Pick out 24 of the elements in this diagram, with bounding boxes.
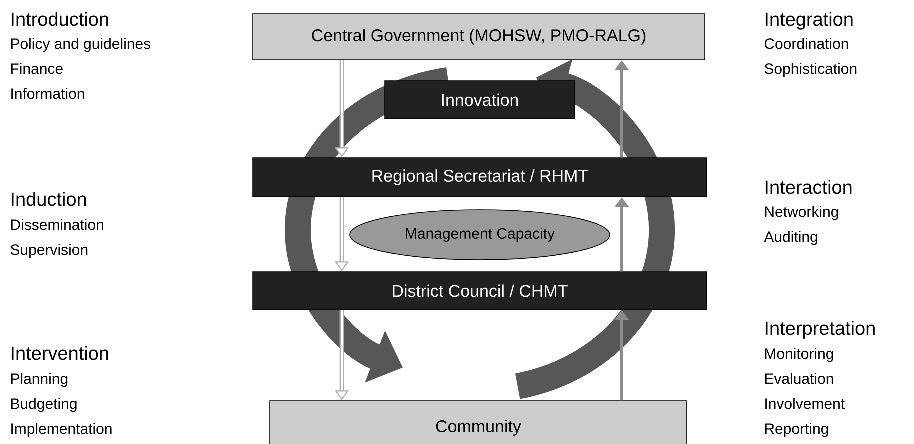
list-item: Involvement: [766, 398, 845, 410]
list-item: Supervision: [10, 244, 88, 258]
heading-text: Interaction: [766, 180, 852, 194]
list-item: Policy and guidelines: [11, 38, 151, 52]
heading-text: Interpretation: [766, 321, 875, 339]
list-item: Auditing: [764, 231, 818, 246]
list-item: Implementation: [12, 423, 112, 438]
heading-text: Induction: [12, 192, 86, 206]
heading-text: Integration: [766, 12, 853, 30]
list-item: Evaluation: [765, 373, 834, 384]
list-item: Monitoring: [765, 348, 834, 362]
process-box: Community: [270, 400, 688, 444]
list-item: Coordination: [764, 38, 848, 50]
list-item: Sophistication: [764, 63, 857, 78]
list-item: Dissemination: [11, 219, 104, 230]
list-item: Networking: [765, 206, 838, 220]
process-box: Central Government (MOHSW, PMO-RALG): [252, 14, 706, 60]
heading-text: Introduction: [12, 12, 108, 26]
list-item: Planning: [11, 373, 68, 388]
heading-text: Intervention: [12, 346, 108, 360]
list-item: Information: [12, 88, 84, 100]
list-item: Reporting: [765, 423, 828, 438]
list-item: Budgeting: [11, 398, 77, 412]
list-item: Finance: [11, 63, 63, 74]
